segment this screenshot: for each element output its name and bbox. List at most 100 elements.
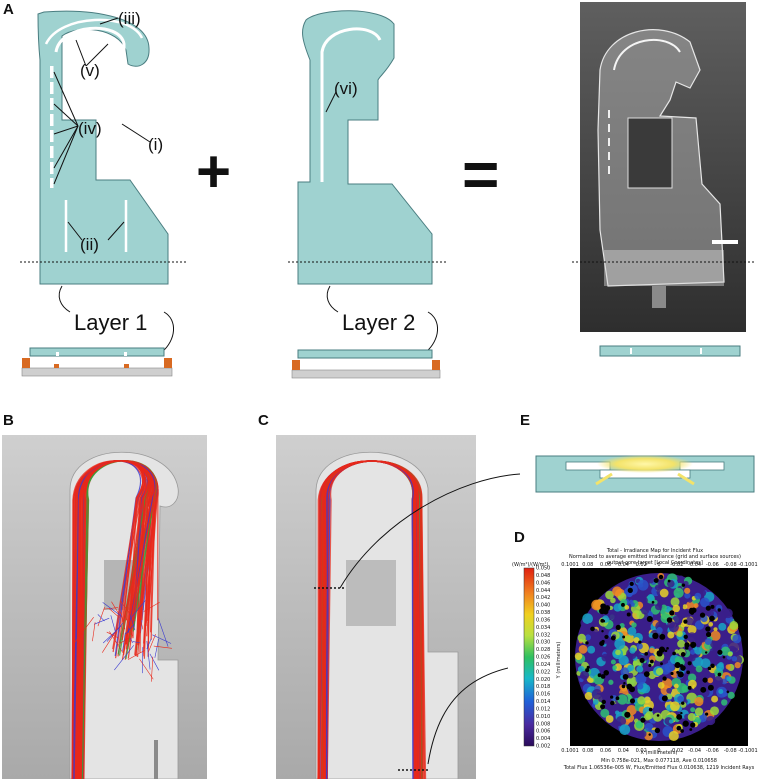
render-c-rays — [317, 460, 427, 779]
x-tick-label: 0.04 — [618, 562, 629, 568]
map-title: Total - Irradiance Map for Incident Flux — [606, 548, 703, 554]
layer1-bracket-right — [161, 311, 174, 353]
x-tick-label: -0.06 — [706, 748, 719, 754]
x-tick-label: 0.06 — [600, 748, 611, 754]
irradiance-speck — [606, 638, 612, 644]
colorbar — [523, 567, 535, 747]
colorbar-tick-label: 0.034 — [536, 625, 550, 631]
light-leak-right — [677, 472, 695, 486]
irradiance-speck — [689, 655, 696, 662]
irradiance-speck — [668, 719, 674, 724]
colorbar-tick-label: 0.018 — [536, 684, 550, 690]
irradiance-void — [676, 713, 683, 720]
irradiance-void — [622, 673, 629, 680]
irradiance-void — [654, 727, 661, 734]
irradiance-speck — [698, 630, 704, 636]
ray — [97, 606, 105, 627]
irradiance-void — [672, 651, 676, 656]
map-subtitle: Normalized to average emitted irradiance… — [569, 554, 741, 560]
irradiance-speck — [618, 655, 629, 666]
irradiance-speck — [612, 665, 617, 670]
irradiance-speck — [687, 673, 697, 682]
irradiance-void — [656, 650, 663, 657]
panel-e-letter: E — [520, 412, 530, 429]
panel-a-letter: A — [3, 1, 14, 18]
irradiance-speck — [636, 665, 644, 673]
irradiance-void — [626, 612, 631, 617]
ray — [78, 460, 151, 779]
ray — [122, 632, 126, 652]
irradiance-void — [659, 633, 666, 640]
colorbar-tick-label: 0.042 — [536, 595, 550, 601]
colorbar-tick-label: 0.040 — [536, 603, 550, 609]
y-axis-label: Y (millimeters) — [556, 642, 562, 680]
irradiance-speck — [635, 720, 644, 729]
x-tick-label: 0.1001 — [561, 562, 579, 568]
irradiance-speck — [693, 603, 699, 608]
irradiance-speck — [620, 667, 630, 676]
irradiance-void — [624, 711, 631, 718]
x-tick-label: 0 — [657, 562, 660, 568]
irradiance-speck — [732, 634, 742, 644]
irradiance-speck — [633, 637, 640, 644]
scale-bar — [712, 240, 738, 244]
callout-i: (i) — [148, 135, 163, 154]
irradiance-void — [604, 634, 609, 640]
irradiance-void — [676, 670, 680, 674]
irradiance-speck — [721, 699, 728, 706]
colorbar-tick-label: 0.012 — [536, 706, 550, 712]
irradiance-speck — [672, 604, 681, 613]
irradiance-speck — [619, 724, 631, 735]
irradiance-void — [662, 676, 667, 681]
irradiance-speck — [637, 696, 646, 705]
irradiance-speck — [632, 658, 642, 668]
irradiance-speck — [601, 653, 610, 662]
ray — [120, 611, 126, 630]
irradiance-speck — [673, 683, 679, 689]
x-tick-label: -0.06 — [706, 562, 719, 568]
ray — [129, 637, 134, 644]
irradiance-void — [610, 700, 615, 706]
ray — [151, 656, 154, 682]
irradiance-speck — [656, 627, 663, 634]
irradiance-speck — [585, 634, 592, 641]
layer2-chip: (vi) — [297, 10, 433, 285]
irradiance-speck — [619, 616, 624, 622]
irradiance-speck — [639, 730, 647, 738]
irradiance-speck — [731, 655, 738, 662]
irradiance-void — [670, 671, 674, 676]
irradiance-void — [705, 712, 709, 716]
connector-to-e — [339, 473, 521, 589]
irradiance-speck — [694, 696, 704, 707]
colorbar-tick-label: 0.036 — [536, 617, 550, 623]
ray — [106, 631, 118, 638]
irradiance-speck — [694, 707, 704, 716]
irradiance-void — [601, 699, 606, 705]
irradiance-void — [682, 720, 689, 727]
irradiance-void — [699, 612, 706, 618]
irradiance-void — [707, 684, 714, 691]
irradiance-speck — [687, 713, 696, 722]
x-tick-label: -0.08 — [724, 748, 737, 754]
irradiance-speck — [677, 639, 686, 648]
irradiance-speck — [631, 622, 637, 628]
ray — [132, 641, 141, 644]
irradiance-void — [656, 714, 660, 717]
colorbar-tick-label: 0.048 — [536, 573, 550, 579]
irradiance-void — [687, 685, 692, 690]
irradiance-speck — [580, 670, 590, 680]
render-c-window — [346, 560, 396, 626]
x-tick-label: 0.08 — [582, 562, 593, 568]
irradiance-speck — [669, 701, 680, 712]
irradiance-blobs — [574, 572, 745, 742]
irradiance-speck — [682, 604, 688, 610]
irradiance-speck — [671, 677, 682, 688]
irradiance-speck — [713, 676, 724, 686]
ray — [102, 625, 122, 644]
irradiance-void — [658, 574, 664, 580]
x-tick-label: -0.08 — [724, 562, 737, 568]
ray — [148, 633, 156, 653]
colorbar-tick-label: 0.024 — [536, 662, 550, 668]
colorbar-tick-label: 0.046 — [536, 580, 550, 586]
